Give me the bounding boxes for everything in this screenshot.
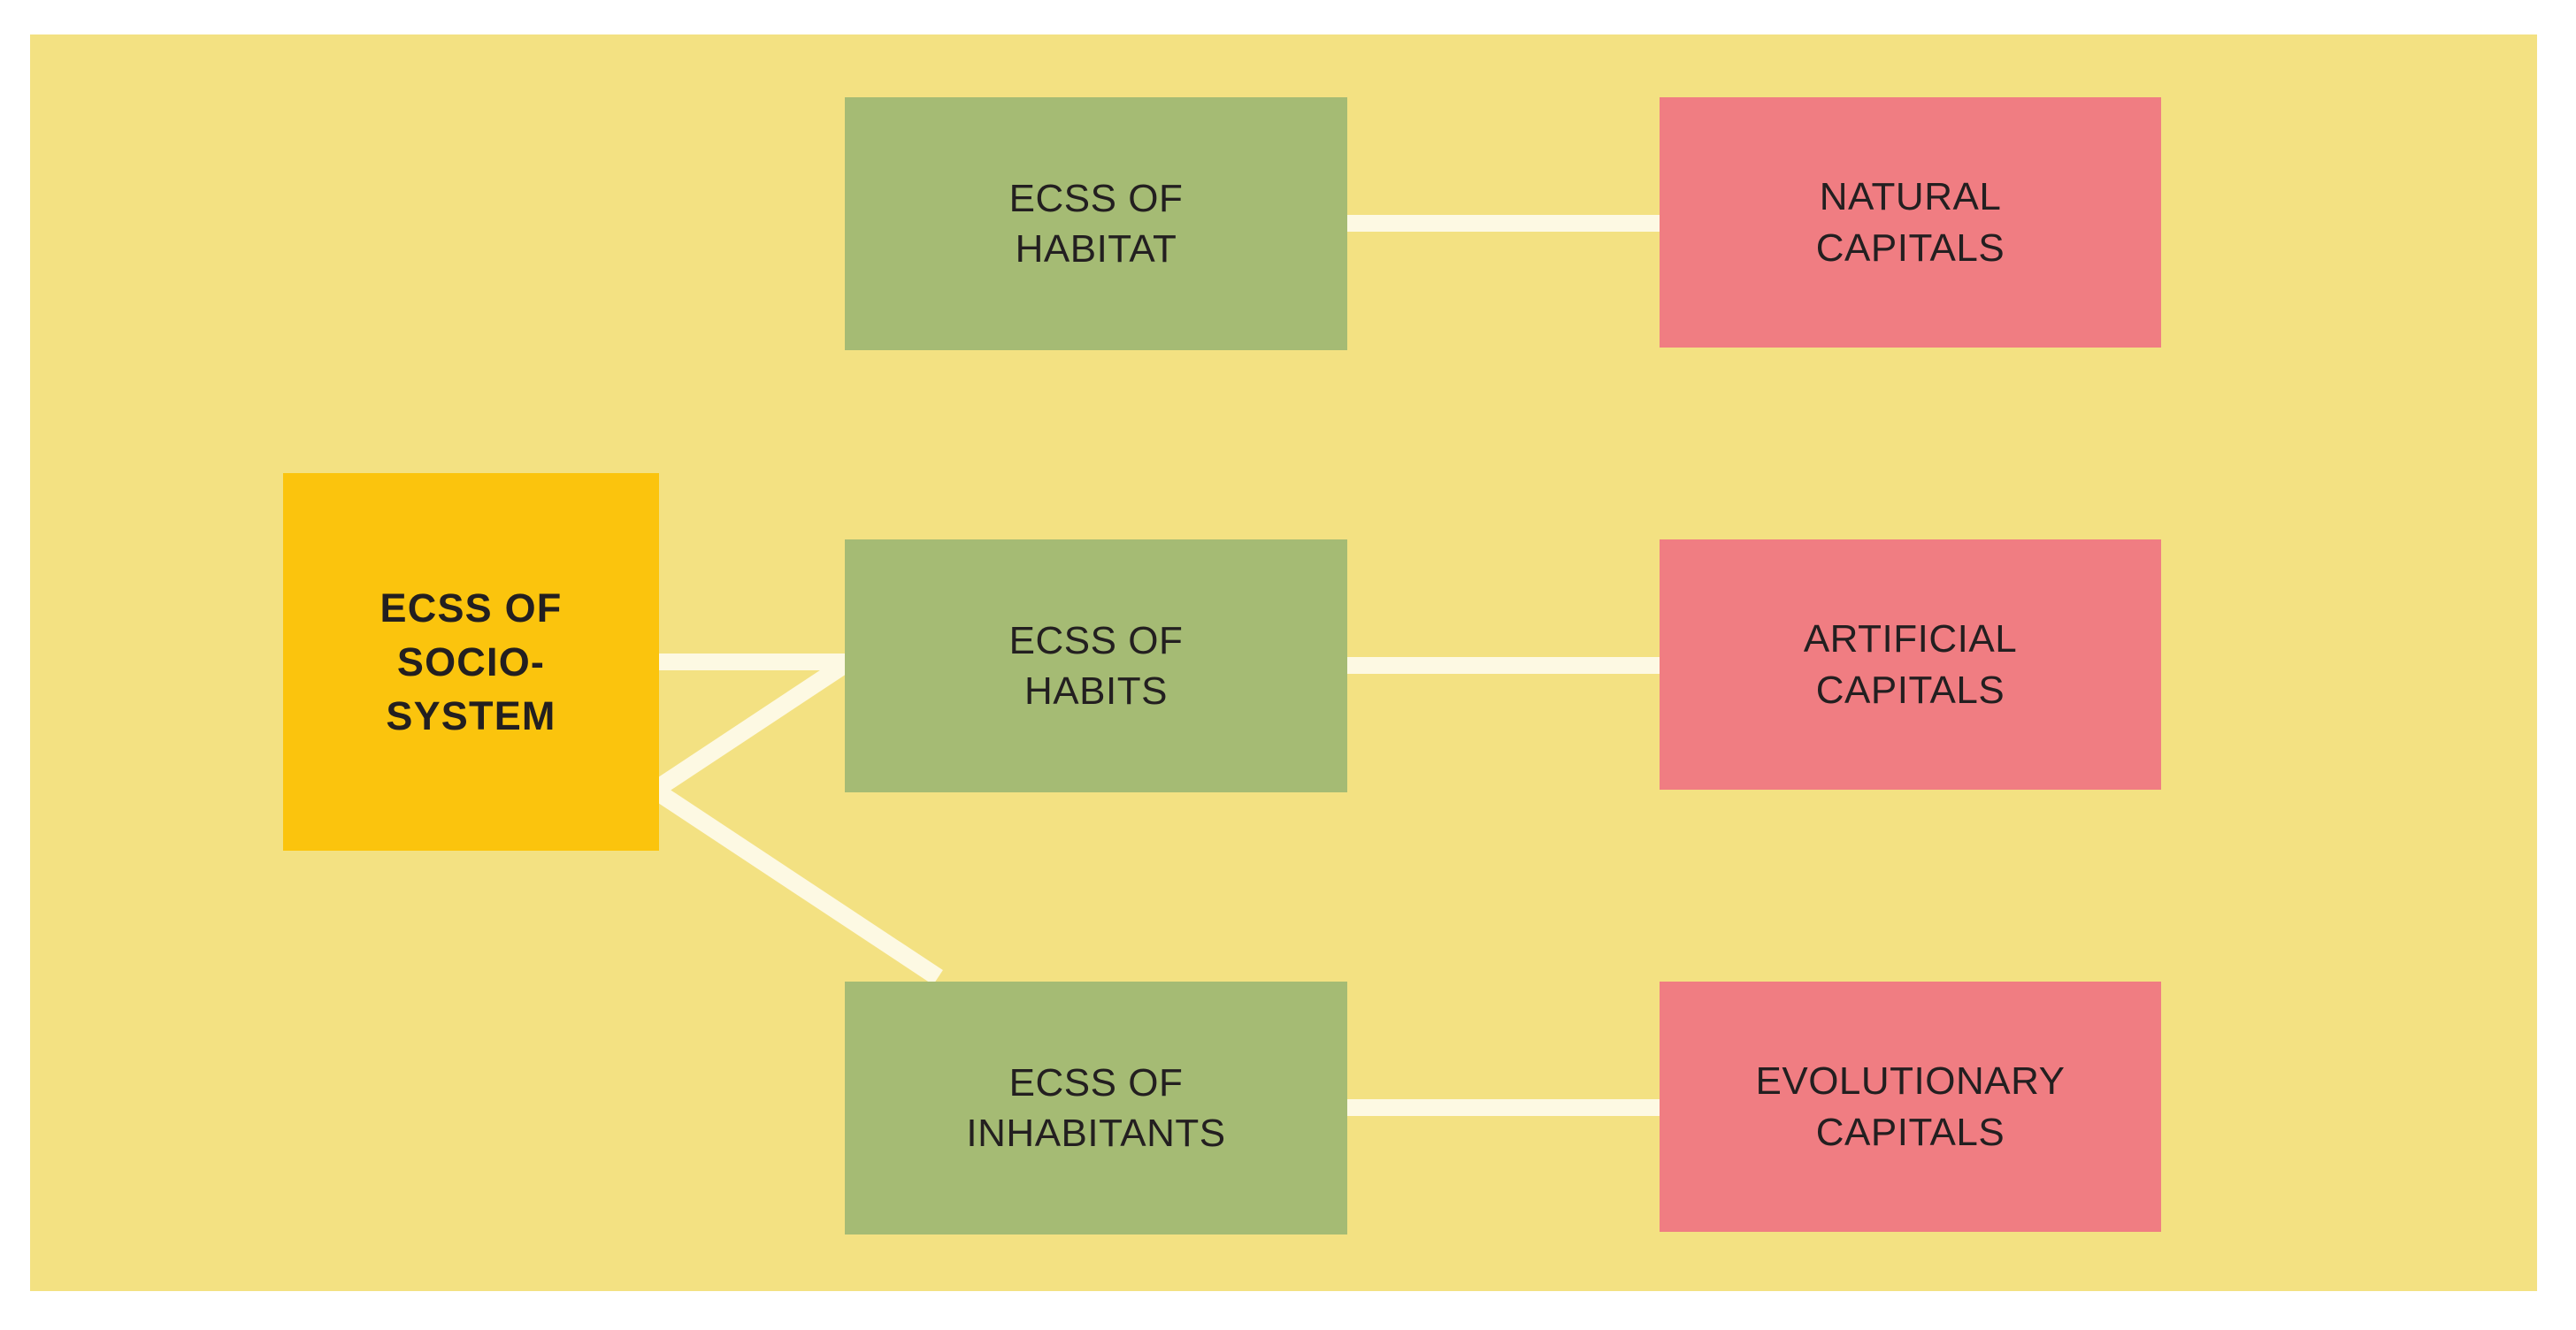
node-root-ecss-of-socio-system[interactable]: ECSS OF SOCIO- SYSTEM: [283, 473, 659, 851]
node-evolutionary-capitals-label: EVOLUTIONARY CAPITALS: [1755, 1059, 2066, 1154]
node-artificial-capitals[interactable]: ARTIFICIAL CAPITALS: [1660, 539, 2161, 790]
connector-root-to-inhabitants: [650, 783, 943, 985]
node-natural-capitals[interactable]: NATURAL CAPITALS: [1660, 97, 2161, 348]
node-ecss-of-habitat[interactable]: ECSS OF HABITAT: [845, 97, 1347, 350]
node-ecss-of-habits[interactable]: ECSS OF HABITS: [845, 539, 1347, 792]
connector-habitat-to-natural-capitals: [1335, 215, 1706, 232]
node-ecss-of-habitat-label: ECSS OF HABITAT: [1008, 176, 1184, 271]
connector-habits-to-artificial-capitals: [1335, 657, 1706, 674]
connector-inhabitants-to-evolutionary-capitals: [1335, 1099, 1706, 1116]
node-ecss-of-habits-label: ECSS OF HABITS: [1008, 618, 1184, 713]
node-natural-capitals-label: NATURAL CAPITALS: [1815, 175, 2005, 270]
node-evolutionary-capitals[interactable]: EVOLUTIONARY CAPITALS: [1660, 982, 2161, 1232]
node-ecss-of-inhabitants-label: ECSS OF INHABITANTS: [966, 1060, 1226, 1155]
diagram-panel: ECSS OF SOCIO- SYSTEM ECSS OF HABITAT NA…: [30, 34, 2537, 1291]
node-artificial-capitals-label: ARTIFICIAL CAPITALS: [1803, 617, 2018, 712]
node-root-label: ECSS OF SOCIO- SYSTEM: [380, 585, 563, 739]
node-ecss-of-inhabitants[interactable]: ECSS OF INHABITANTS: [845, 982, 1347, 1234]
